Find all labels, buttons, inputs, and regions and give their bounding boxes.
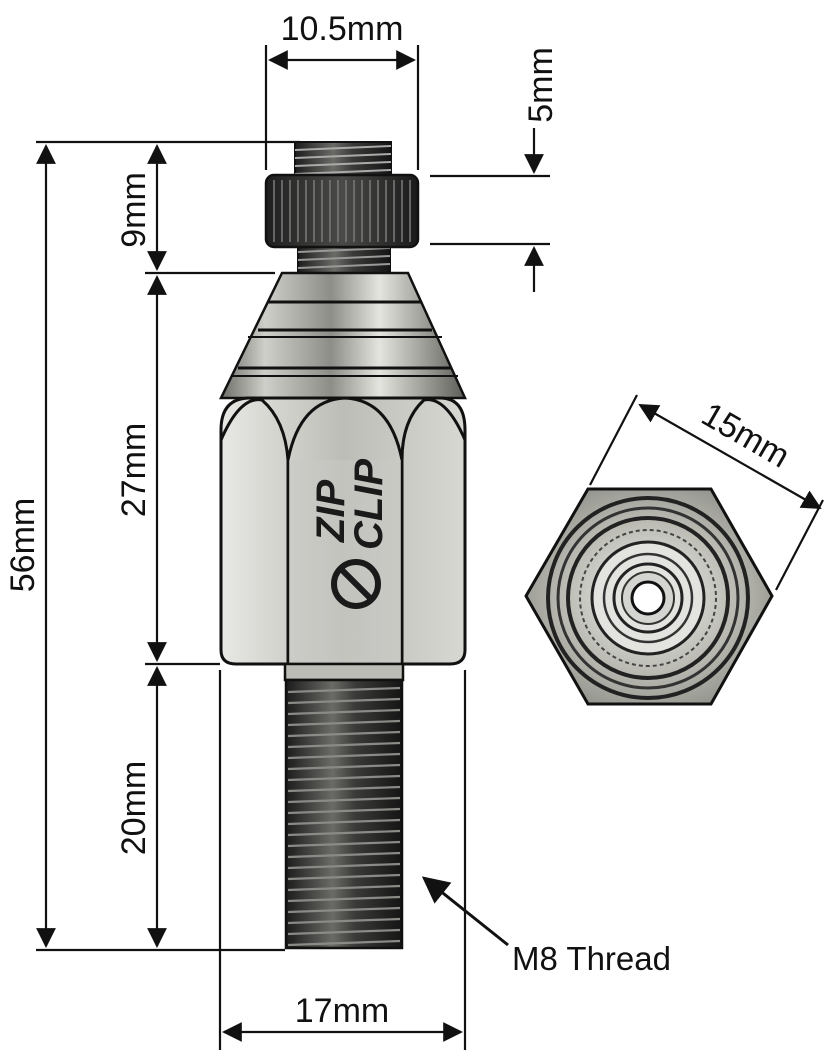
thread-ridge [287,796,401,804]
thread-ridge [287,741,401,749]
thread-ridge [287,763,401,771]
dim-knurl-height: 5mm [522,47,560,123]
dim-hex-across-flats: 15mm [695,395,796,475]
thread-ridge [287,840,401,848]
top-thread-stub [294,141,392,275]
logo-line2: CLIP [347,459,391,550]
dim-body-height: 27mm [115,423,153,517]
thread-ridge [287,895,401,903]
body-shoulder [283,662,405,682]
dimension-lines [36,45,824,1050]
thread-ridge [287,818,401,826]
thread-ridge [287,917,401,925]
thread-ridge [287,829,401,837]
thread-ridge [287,939,401,947]
thread-ridge [287,719,401,727]
thread-ridge [287,785,401,793]
logo-mark-icon [331,559,381,609]
thread-ridge [287,906,401,914]
end-bore [630,580,666,616]
dim-top-height: 9mm [115,172,153,248]
thread-ridge [287,686,401,694]
m8-thread [284,678,404,950]
thread-ridge [287,862,401,870]
thread-ridge [287,873,401,881]
thread-callout: M8 Thread [512,940,671,977]
knurled-nut [264,173,420,249]
dim-thread-length: 20mm [115,761,153,855]
thread-ridge [287,851,401,859]
body-cone [218,271,467,400]
thread-ridge [287,928,401,936]
dim-overall-height: 56mm [4,498,42,592]
thread-ridge [287,807,401,815]
dim-top-width: 10.5mm [281,10,404,48]
part-end-view [524,487,774,706]
part-side-view: ZIP CLIP [218,141,467,950]
thread-ridge [287,774,401,782]
thread-ridge [287,884,401,892]
thread-ridge [287,697,401,705]
logo-line1: ZIP [309,479,353,543]
thread-ridge [287,752,401,760]
thread-ridge [287,730,401,738]
thread-ridge [287,708,401,716]
dim-body-width: 17mm [295,992,389,1030]
hex-body [219,396,467,666]
zip-clip-logo: ZIP CLIP [309,459,391,609]
